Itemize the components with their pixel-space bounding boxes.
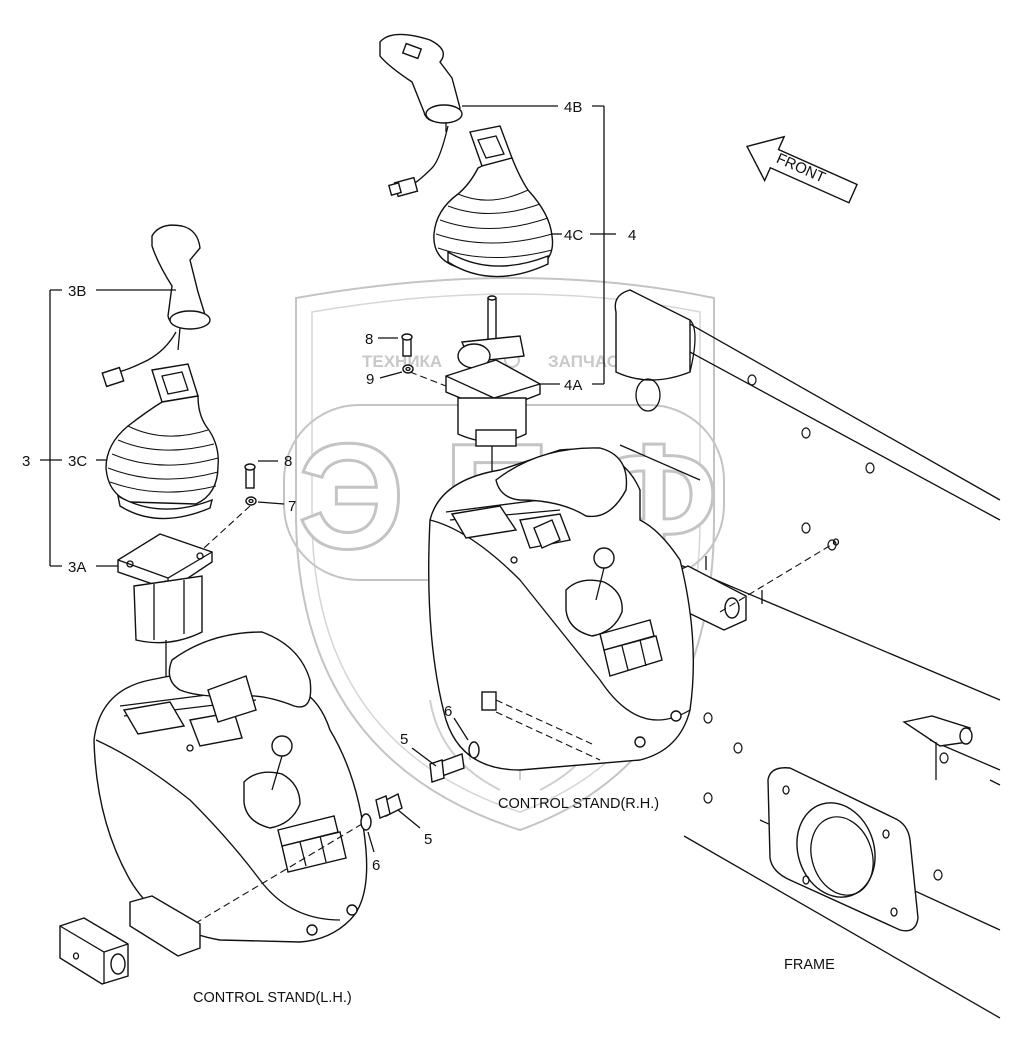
bolt-8-left: [244, 463, 256, 489]
label-3A: 3A: [68, 559, 86, 576]
lh-mount-bracket: [59, 895, 201, 985]
caption-frame: FRAME: [784, 957, 835, 973]
joystick-3-assembly: [101, 224, 257, 688]
washer-7: [245, 496, 257, 506]
joystick-valve-3A: [117, 533, 213, 688]
label-5-right: 5: [400, 731, 408, 748]
label-4: 4: [628, 227, 636, 244]
joystick-handle-3B: [101, 224, 211, 388]
label-5-left: 5: [424, 831, 432, 848]
label-9: 9: [366, 371, 374, 388]
caption-control-stand-lh: CONTROL STAND(L.H.): [193, 990, 352, 1006]
joystick-boot-4C: [433, 125, 554, 278]
captions: CONTROL STAND(R.H.) CONTROL STAND(L.H.) …: [193, 796, 835, 1006]
control-stand-rh: [428, 447, 695, 771]
label-4B: 4B: [564, 99, 582, 116]
joystick-handle-4B: [379, 33, 463, 198]
label-3C: 3C: [68, 453, 87, 470]
joystick-4-assembly: [379, 33, 554, 520]
front-arrow-icon: FRONT: [745, 135, 858, 204]
caption-control-stand-rh: CONTROL STAND(R.H.): [498, 796, 659, 812]
frame: [614, 289, 1001, 1019]
control-stand-lh: [93, 631, 368, 943]
joystick-boot-3C: [105, 363, 219, 520]
label-7: 7: [288, 498, 296, 515]
part-labels: 3 3B 3C 3A 4B 4C 4 4A 8 9 8 7 6 5 5 6: [22, 99, 636, 874]
joystick-valve-4A: [445, 295, 541, 520]
label-4A: 4A: [564, 377, 582, 394]
bolt-5-left: [375, 792, 403, 819]
label-4C: 4C: [564, 227, 583, 244]
bolt-5-right: [429, 753, 465, 783]
label-8-upper: 8: [365, 331, 373, 348]
label-6-right: 6: [444, 703, 452, 720]
washer-6-left: [360, 813, 372, 831]
washer-9: [402, 364, 414, 374]
label-6-left: 6: [372, 857, 380, 874]
leader-lines: [40, 105, 616, 853]
washer-6-right: [468, 741, 480, 759]
bolt-8-upper: [401, 333, 413, 357]
watermark-brand-left: ТЕХНИКА: [362, 352, 442, 371]
label-3: 3: [22, 453, 30, 470]
label-8-left: 8: [284, 453, 292, 470]
label-3B: 3B: [68, 283, 86, 300]
